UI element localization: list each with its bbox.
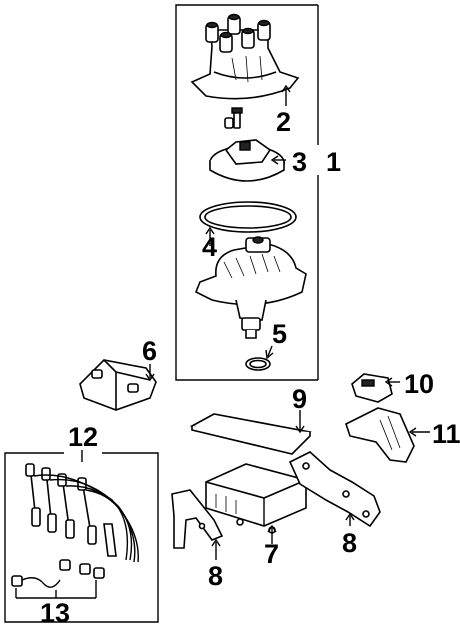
callout-8-left: 8 [208,561,223,591]
callout-9: 9 [292,384,307,414]
spark-plug-wire-group [4,452,159,623]
module-bracket-right[interactable] [288,451,381,528]
callout-4: 4 [202,232,217,262]
wire-clamps[interactable] [11,559,105,588]
spark-plug-wire-set[interactable] [25,463,139,563]
leader-lines [15,84,430,599]
callout-6: 6 [142,336,157,366]
distributor-gasket[interactable] [199,201,297,233]
callout-13: 13 [40,598,70,628]
distributor-frame [175,4,318,381]
control-module[interactable] [205,463,307,534]
callout-12: 12 [68,422,98,452]
callout-2: 2 [276,107,291,137]
ignition-coil[interactable] [79,359,157,411]
callout-7: 7 [264,539,279,569]
shaft-o-ring[interactable] [245,357,271,371]
callout-8-right: 8 [342,528,357,558]
sensor[interactable] [351,373,393,403]
distributor-cap[interactable] [190,13,300,100]
callout-1: 1 [326,147,341,177]
distributor-group [175,4,319,381]
sensor-bracket[interactable] [345,407,415,463]
callout-5: 5 [272,319,287,349]
callout-10: 10 [404,369,434,399]
callout-11: 11 [432,419,460,449]
wire-set-frame [4,452,159,623]
module-pad[interactable] [189,413,312,455]
callout-3: 3 [292,147,307,177]
module-bracket-left[interactable] [171,489,224,549]
rotor[interactable] [209,107,285,182]
callout-labels: 1 2 3 4 5 6 7 8 8 9 10 11 12 13 [40,107,460,628]
distributor-housing[interactable] [194,236,307,339]
